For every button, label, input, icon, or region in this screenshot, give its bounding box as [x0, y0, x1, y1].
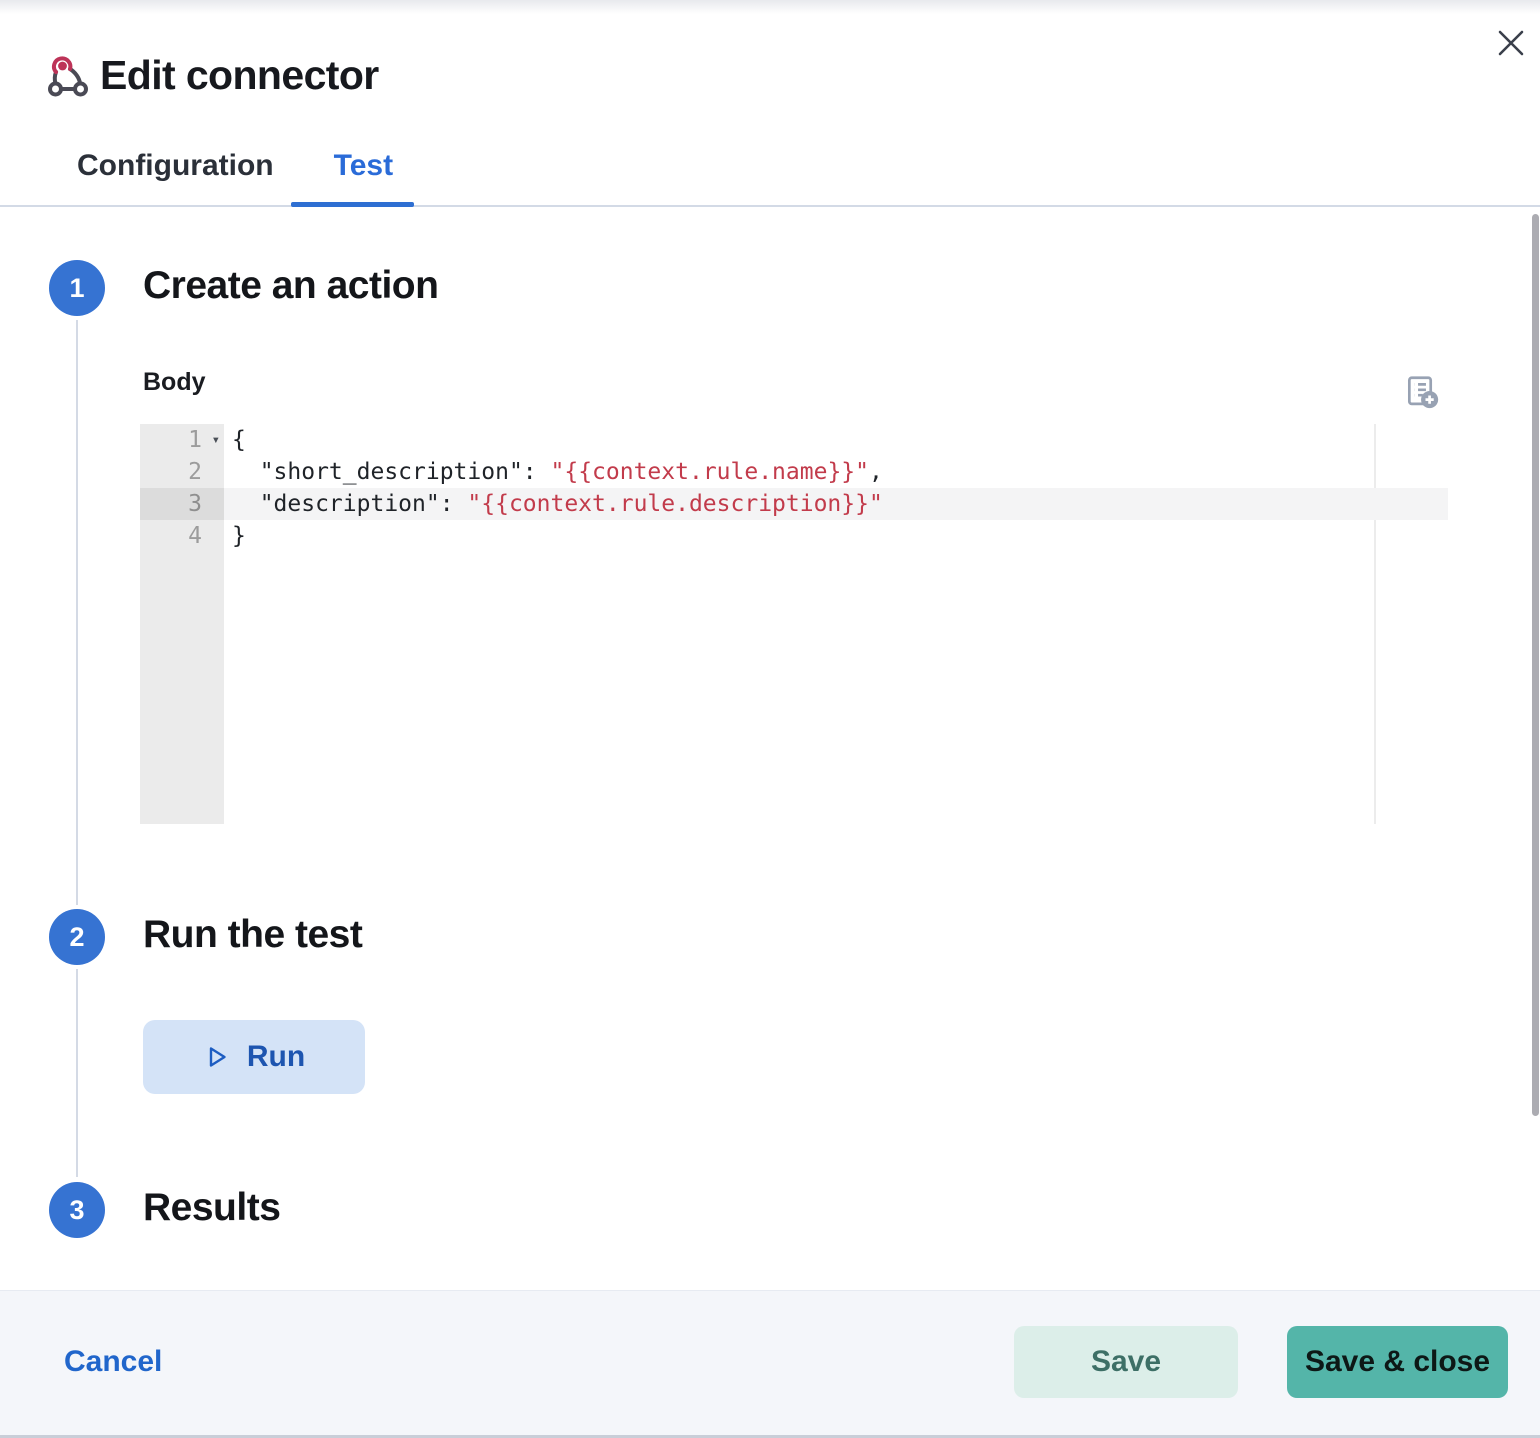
active-tab-underline [291, 202, 414, 207]
code-text: } [232, 523, 246, 549]
flyout-scrollbar-thumb[interactable] [1532, 214, 1539, 1116]
step-3-badge: 3 [49, 1182, 105, 1238]
template-string: "{{context.rule.name}}" [550, 459, 870, 485]
code-line-1: 1 ▾ { [140, 424, 1448, 456]
run-button[interactable]: Run [143, 1020, 365, 1094]
line-number: 2 [188, 459, 202, 485]
code-line-3-active: 3 "description": "{{context.rule.descrip… [140, 488, 1448, 520]
editor-print-margin [1374, 424, 1376, 824]
code-text: { [232, 427, 246, 453]
save-and-close-button[interactable]: Save & close [1287, 1326, 1508, 1398]
line-number: 1 ▾ [140, 424, 224, 456]
run-button-label: Run [246, 1040, 306, 1073]
step-2-badge: 2 [49, 909, 105, 965]
body-code-editor[interactable]: 1 ▾ { 2 "short_description": "{{context.… [140, 424, 1448, 824]
tabs-bar: Configuration Test [47, 126, 423, 206]
cancel-button[interactable]: Cancel [64, 1345, 163, 1378]
code-text: "description": "{{context.rule.descripti… [232, 491, 883, 517]
step-1-title: Create an action [143, 264, 439, 307]
flyout-footer [0, 1290, 1540, 1438]
play-icon [209, 1047, 226, 1067]
tabs-divider [0, 205, 1540, 207]
page-title: Edit connector [100, 52, 379, 98]
tab-configuration[interactable]: Configuration [47, 126, 304, 206]
tab-test[interactable]: Test [304, 126, 423, 206]
fold-arrow-icon[interactable]: ▾ [211, 432, 220, 448]
list-add-icon [1407, 376, 1439, 409]
line-number: 4 [188, 523, 202, 549]
add-variable-button[interactable] [1402, 372, 1442, 412]
step-1-badge: 1 [49, 260, 105, 316]
step-connector-line-2 [76, 969, 78, 1177]
close-icon [1498, 30, 1524, 56]
save-button[interactable]: Save [1014, 1326, 1238, 1398]
template-string: "{{context.rule.description}}" [467, 491, 883, 517]
code-line-4: 4 } [140, 520, 1448, 552]
webhook-icon [48, 56, 88, 97]
code-text: "short_description": "{{context.rule.nam… [232, 459, 883, 485]
code-line-2: 2 "short_description": "{{context.rule.n… [140, 456, 1448, 488]
step-connector-line-1 [76, 320, 78, 905]
close-button[interactable] [1490, 22, 1532, 64]
step-2-title: Run the test [143, 913, 363, 956]
body-label: Body [143, 368, 206, 396]
step-3-title: Results [143, 1186, 281, 1229]
top-shadow [0, 0, 1540, 14]
line-number: 3 [140, 488, 224, 520]
